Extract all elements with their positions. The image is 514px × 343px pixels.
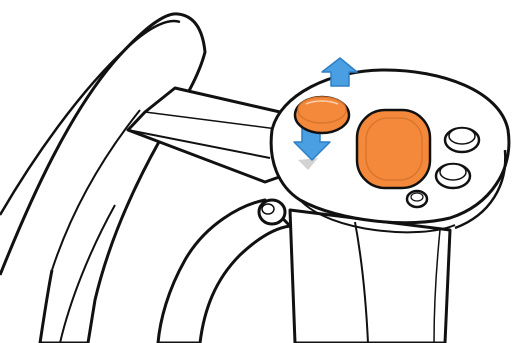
touchpad-icon <box>357 110 430 188</box>
thumbstick-icon <box>295 97 349 133</box>
round-button-icon <box>445 128 479 152</box>
round-button-icon <box>407 191 427 207</box>
round-button-icon <box>436 164 470 188</box>
trigger-knob <box>259 200 285 224</box>
